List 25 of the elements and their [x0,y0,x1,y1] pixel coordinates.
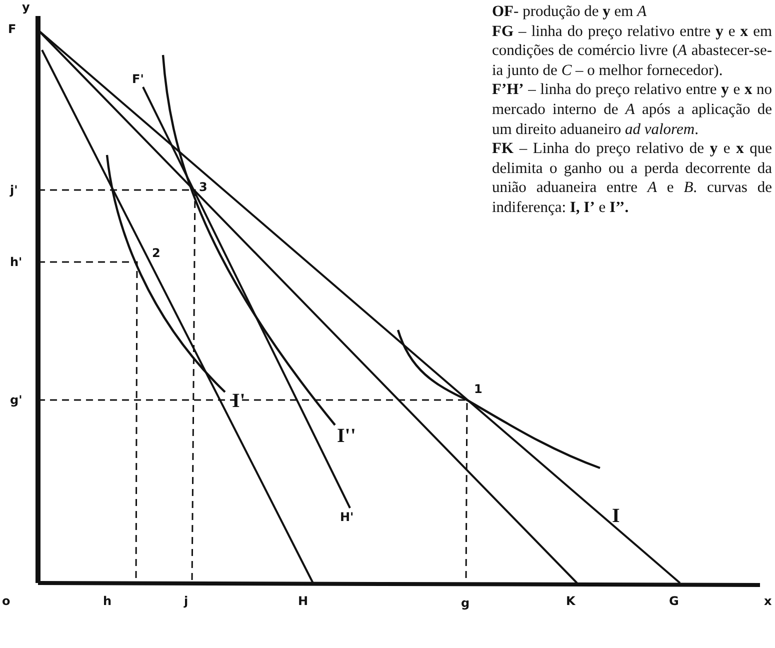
tick-label: g [461,596,470,610]
point-label: H [298,594,308,608]
note-paragraph: FG – linha do preço relativo entre y e x em condições de comércio livre (A abastecer-se-ia junto de C – o melhor fornecedor). [492,22,772,80]
point-label: H' [340,510,354,524]
point-label: 3 [199,180,208,194]
point-label: o [2,594,10,608]
point-label: K [566,594,576,608]
curve-label: I [612,505,620,527]
note-paragraph: FK – Linha do preço relativo de y e x que delimita o ganho ou a perda decorrente da união aduaneira entre A e B. curvas de indiferença: I, I’ e I’’. [492,139,772,218]
note-paragraph: F’H’ – linha do preço relativo entre y e x no mercado interno de A após a aplicação de um direito aduaneiro ad valorem. [492,80,772,140]
tick-label: h' [10,255,22,269]
point-label: F' [132,72,144,86]
tick-label: h [103,594,112,608]
point-label: G [669,594,679,608]
axis-label: y [22,0,30,14]
axis-label: x [764,594,772,608]
point-label: 1 [474,382,482,396]
point-label: 2 [152,246,160,260]
note-paragraph: OF- produção de y em A [492,2,648,22]
tick-label: j [184,594,188,608]
point-label: F [8,22,16,36]
tick-label: g' [10,393,22,407]
curve-label: I' [232,390,246,412]
curve-label: I'' [337,425,356,447]
tick-label: j' [10,183,18,197]
